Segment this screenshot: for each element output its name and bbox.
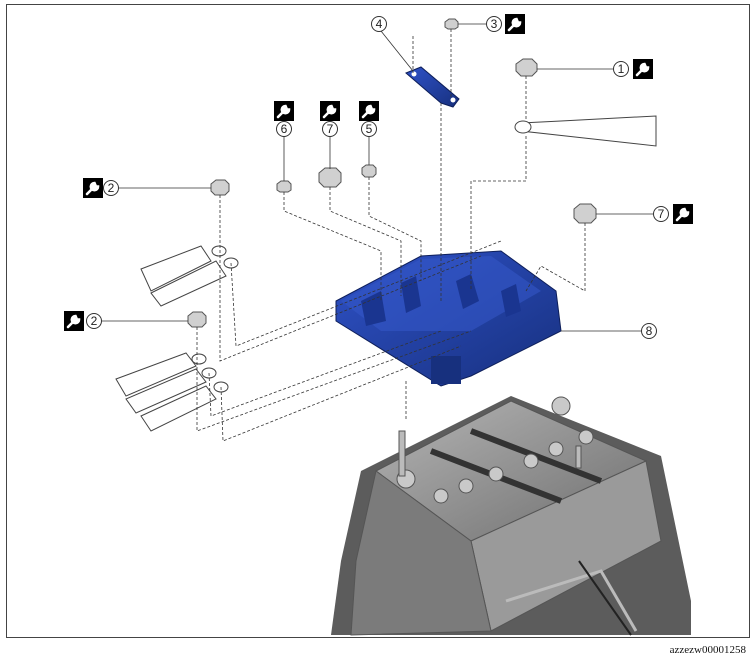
callout-4: 4	[371, 16, 387, 32]
wrench-icon	[274, 101, 294, 121]
callout-5: 5	[359, 101, 379, 137]
svg-text:3: 3	[491, 17, 498, 31]
svg-text:4: 4	[376, 17, 383, 31]
svg-text:6: 6	[281, 122, 288, 136]
battery-terminals	[396, 396, 594, 504]
svg-text:7: 7	[658, 207, 665, 221]
wrench-icon	[633, 59, 653, 79]
callout-2a: 2	[83, 178, 119, 198]
figure-frame: 1 2 2 3 4 5 6 7 7 8	[6, 4, 750, 638]
exploded-view-diagram: 1 2 2 3 4 5 6 7 7 8	[64, 14, 693, 636]
callout-3: 3	[486, 14, 525, 34]
svg-text:7: 7	[327, 122, 334, 136]
callout-2b: 2	[64, 311, 102, 331]
callout-7a: 7	[320, 101, 340, 137]
figure-code: azzezw00001258	[669, 644, 746, 656]
cables	[115, 115, 657, 432]
callout-8: 8	[641, 323, 657, 339]
callout-6: 6	[274, 101, 294, 137]
dashed-guides	[196, 29, 586, 442]
bracket	[405, 66, 460, 108]
nuts	[187, 18, 597, 328]
wrench-icon	[320, 101, 340, 121]
battery	[331, 396, 691, 636]
wrench-icon	[64, 311, 84, 331]
wrench-icon	[505, 14, 525, 34]
wrench-icon	[83, 178, 103, 198]
wrench-icon	[359, 101, 379, 121]
svg-text:5: 5	[366, 122, 373, 136]
svg-text:2: 2	[108, 181, 115, 195]
svg-text:2: 2	[91, 314, 98, 328]
svg-text:8: 8	[646, 324, 653, 338]
callout-1: 1	[613, 59, 653, 79]
svg-text:1: 1	[618, 62, 625, 76]
wrench-icon	[673, 204, 693, 224]
callout-leaders	[101, 23, 653, 332]
callout-7b: 7	[653, 204, 693, 224]
fuse-block	[335, 250, 562, 387]
